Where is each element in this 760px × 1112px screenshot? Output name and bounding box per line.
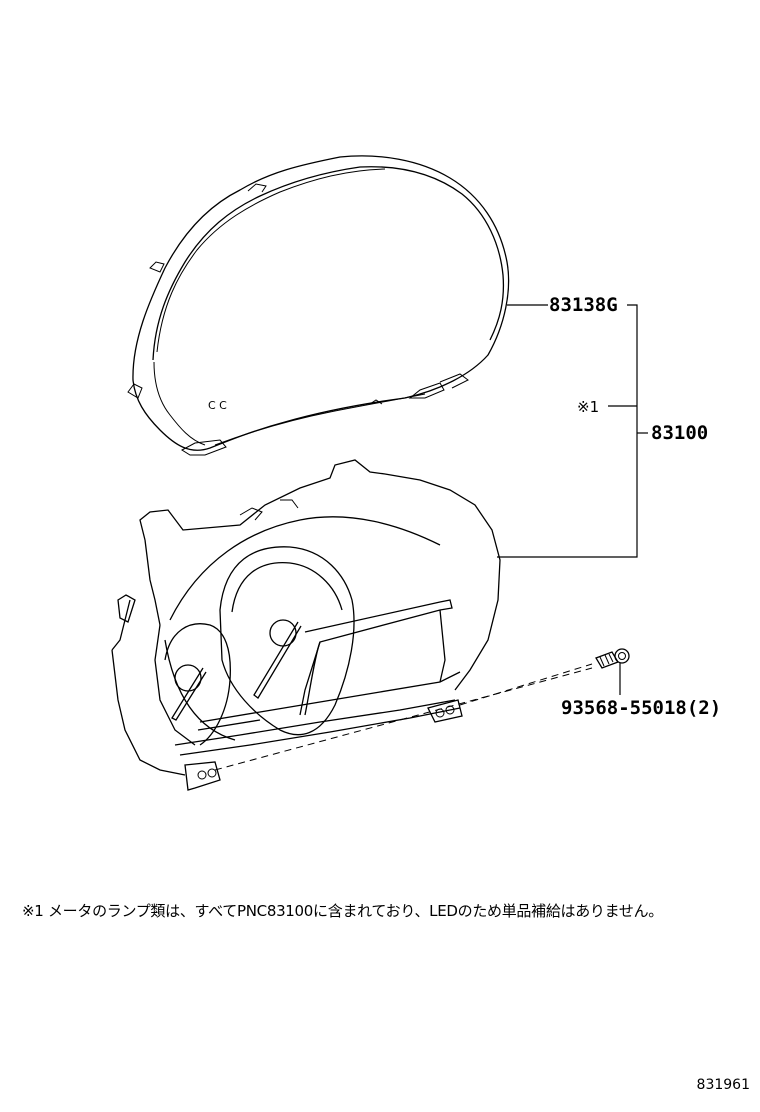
install-line-lower	[214, 667, 593, 771]
footnote: ※1 メータのランプ類は、すべてPNC83100に含まれており、LEDのため単品…	[22, 902, 663, 920]
part-label-93568-55018[interactable]: 93568-55018(2)	[561, 697, 722, 719]
meter-assembly-drawing	[111, 459, 501, 791]
leader-bracket	[497, 304, 638, 558]
part-label-83100[interactable]: 83100	[651, 422, 709, 444]
reference-mark: ※1	[577, 398, 600, 416]
figure-number: 831961	[696, 1077, 750, 1093]
screw-drawing	[595, 648, 630, 669]
lens-drawing	[127, 155, 510, 456]
part-label-83138G[interactable]: 83138G	[549, 294, 618, 316]
lens-marking: C C	[208, 399, 227, 412]
